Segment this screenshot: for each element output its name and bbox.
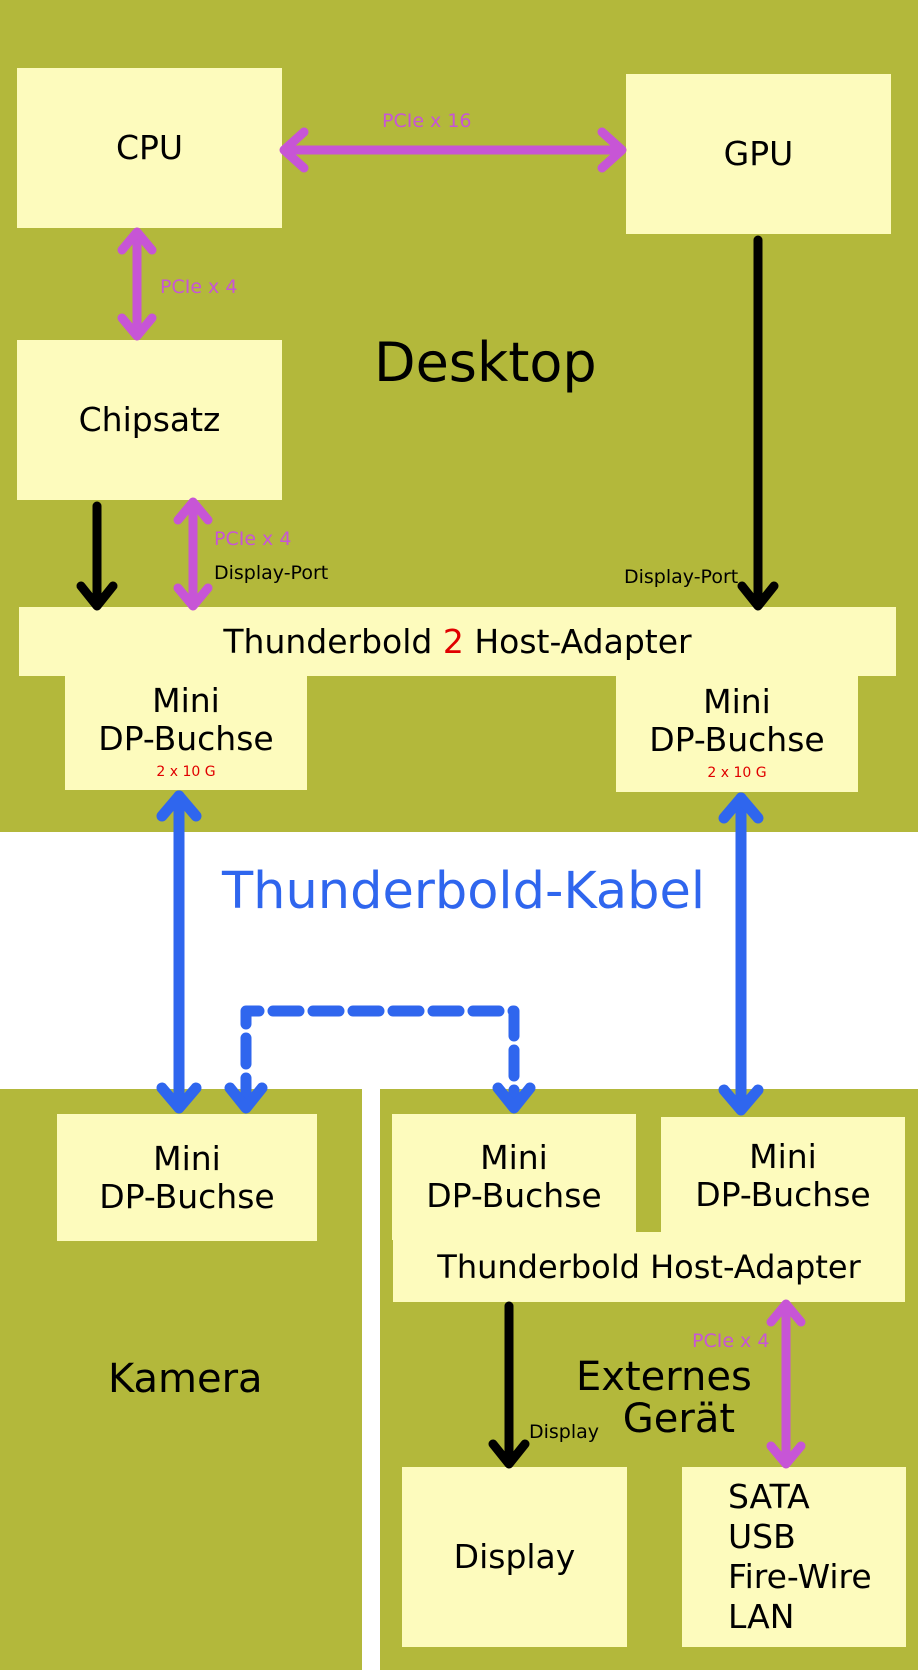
extern-port-right: Mini DP-Buchse: [661, 1117, 905, 1235]
extern-host-adapter-box: Thunderbold Host-Adapter: [393, 1232, 905, 1302]
cable-right-arrow: [718, 792, 764, 1116]
cpu-chipsatz-arrow: [117, 227, 157, 341]
display-box: Display: [402, 1467, 627, 1647]
host-adapter-label: Thunderbold 2 Host-Adapter: [223, 621, 692, 661]
desktop-port-left: Mini DP-Buchse 2 x 10 G: [65, 672, 307, 790]
chipsatz-displayport-label: Display-Port: [214, 562, 329, 584]
kamera-title: Kamera: [108, 1356, 263, 1402]
daisy-chain-dashed-arrow: [224, 1005, 536, 1114]
cable-title: Thunderbold-Kabel: [222, 862, 706, 921]
port-line1: Mini: [152, 681, 220, 720]
gpu-box: GPU: [626, 74, 891, 234]
port-line2: DP-Buchse: [99, 1176, 275, 1216]
ext-pcie-arrow: [766, 1299, 806, 1469]
kamera-port: Mini DP-Buchse: [57, 1114, 317, 1241]
extern-port-left: Mini DP-Buchse: [392, 1114, 636, 1240]
io-item-usb: USB: [728, 1517, 796, 1556]
port-speed: 2 x 10 G: [707, 765, 767, 781]
cpu-gpu-link-label: PCIe x 16: [382, 110, 472, 132]
ext-pcie-link-label: PCIe x 4: [692, 1330, 770, 1352]
host-adapter-suffix: Host-Adapter: [463, 621, 692, 661]
host-adapter-prefix: Thunderbold: [223, 621, 443, 661]
port-line2: DP-Buchse: [426, 1176, 602, 1215]
cpu-chipsatz-link-label: PCIe x 4: [160, 276, 238, 298]
chipsatz-host-pcie-arrow: [173, 497, 213, 611]
cpu-gpu-arrow: [279, 127, 627, 173]
cpu-box: CPU: [17, 68, 282, 228]
cable-left-arrow: [156, 790, 202, 1114]
io-item-lan: LAN: [728, 1597, 795, 1636]
port-line2: DP-Buchse: [649, 720, 825, 759]
ext-display-link-label: Display: [529, 1421, 600, 1443]
extern-title-line1: Externes: [576, 1354, 752, 1400]
extern-title: Externes Gerät: [576, 1356, 752, 1440]
port-line1: Mini: [153, 1138, 221, 1178]
io-item-firewire: Fire-Wire: [728, 1557, 872, 1596]
io-item-sata: SATA: [728, 1477, 810, 1516]
port-speed: 2 x 10 G: [156, 764, 216, 780]
chipsatz-box: Chipsatz: [17, 340, 282, 500]
gpu-displayport-label: Display-Port: [624, 566, 739, 588]
port-line1: Mini: [480, 1138, 548, 1177]
extern-host-adapter-label: Thunderbold Host-Adapter: [437, 1248, 861, 1286]
io-box: SATA USB Fire-Wire LAN: [682, 1467, 906, 1647]
desktop-title: Desktop: [374, 331, 597, 394]
ext-display-arrow: [488, 1301, 530, 1469]
chipsatz-displayport-arrow: [76, 501, 118, 611]
gpu-label: GPU: [723, 134, 794, 173]
host-adapter-version: 2: [442, 621, 464, 661]
display-label: Display: [453, 1537, 576, 1576]
port-line2: DP-Buchse: [695, 1175, 871, 1214]
chipsatz-host-pcie-label: PCIe x 4: [214, 528, 292, 550]
chipsatz-label: Chipsatz: [78, 400, 221, 439]
port-line2: DP-Buchse: [98, 719, 274, 758]
gpu-displayport-arrow: [737, 235, 779, 611]
port-line1: Mini: [703, 682, 771, 721]
cpu-label: CPU: [115, 128, 184, 167]
host-adapter-box: Thunderbold 2 Host-Adapter: [19, 607, 896, 676]
extern-title-line2: Gerät: [622, 1396, 736, 1442]
desktop-port-right: Mini DP-Buchse 2 x 10 G: [616, 672, 858, 792]
port-line1: Mini: [749, 1137, 817, 1176]
